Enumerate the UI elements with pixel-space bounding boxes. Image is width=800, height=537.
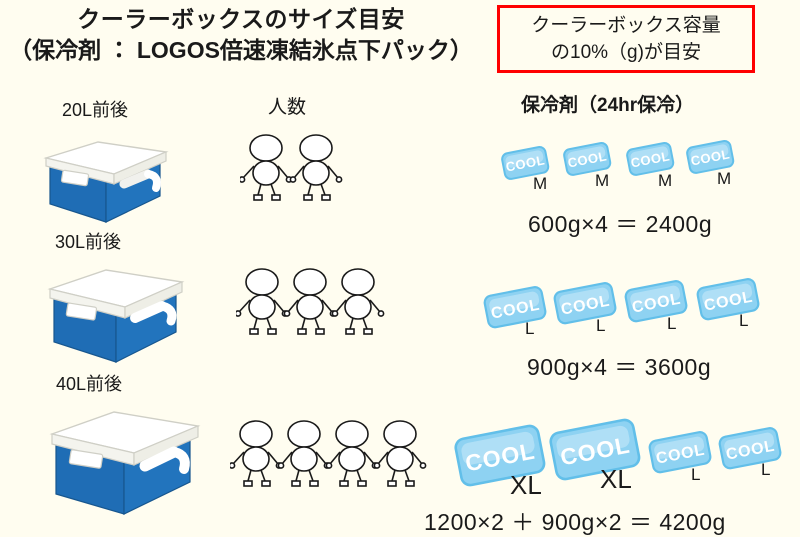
ice-pack-icon: COOL [543, 414, 648, 491]
cooler-box-icon-row-3 [30, 400, 220, 520]
ice-pack-size-label: XL [510, 470, 542, 500]
ice-pack-icon: COOL [713, 422, 789, 479]
svg-text:COOL: COOL [629, 148, 671, 170]
people-icons-row-1 [238, 134, 360, 209]
title-line-1: クーラーボックスのサイズ目安 [77, 6, 405, 32]
svg-text:COOL: COOL [566, 148, 608, 170]
cooler-box-icon-row-1 [28, 130, 188, 230]
ice-pack-size-label: L [525, 319, 535, 338]
column-header-ice-packs: 保冷剤（24hr保冷） [521, 95, 695, 116]
ice-pack-icon: COOL [643, 426, 719, 483]
people-icons-row-2 [234, 268, 391, 345]
formula-row-2: 900g×4 ＝ 3600g [527, 354, 712, 380]
ice-pack-size-label: L [739, 311, 749, 330]
page-title: クーラーボックスのサイズ目安 （保冷剤 ： LOGOS倍速凍結氷点下パック） [0, 4, 482, 66]
ice-pack-icon: COOL [478, 281, 554, 338]
note-line-1: クーラーボックス容量 [531, 15, 721, 36]
formula-row-1: 600g×4 ＝ 2400g [528, 211, 713, 237]
ice-pack-size-label: M [595, 171, 610, 190]
column-header-people: 人数 [268, 97, 307, 118]
ice-pack-size-label: M [658, 171, 673, 190]
size-label-row-1: 20L前後 [62, 100, 129, 120]
ice-pack-icon: COOL [680, 134, 740, 183]
size-label-row-3: 40L前後 [56, 374, 123, 394]
ice-pack-icon: COOL [548, 277, 624, 334]
ice-pack-icon: COOL [691, 273, 767, 330]
ice-pack-size-label: M [717, 169, 732, 188]
svg-text:COOL: COOL [504, 152, 546, 174]
cooler-box-icon-row-2 [30, 258, 205, 368]
capacity-note-box: クーラーボックス容量 の10%（g)が目安 [497, 5, 755, 73]
title-line-2: （保冷剤 ： LOGOS倍速凍結氷点下パック） [9, 37, 473, 63]
ice-pack-size-label: L [596, 316, 606, 335]
ice-pack-size-label: XL [600, 464, 632, 494]
svg-text:COOL: COOL [689, 146, 731, 168]
ice-pack-size-label: L [691, 465, 701, 484]
ice-pack-icon: COOL [620, 136, 680, 185]
ice-pack-icon: COOL [495, 140, 555, 189]
ice-pack-size-label: L [761, 460, 771, 479]
size-label-row-2: 30L前後 [55, 232, 122, 252]
ice-pack-size-label: L [667, 314, 677, 333]
ice-pack-icon: COOL [557, 136, 617, 185]
formula-row-3: 1200×2 ＋ 900g×2 ＝ 4200g [424, 509, 726, 535]
note-line-2: の10%（g)が目安 [551, 42, 701, 63]
ice-pack-icon: COOL [448, 420, 553, 497]
people-icons-row-3 [228, 420, 430, 497]
ice-pack-size-label: M [533, 174, 548, 193]
ice-pack-icon: COOL [619, 275, 695, 332]
